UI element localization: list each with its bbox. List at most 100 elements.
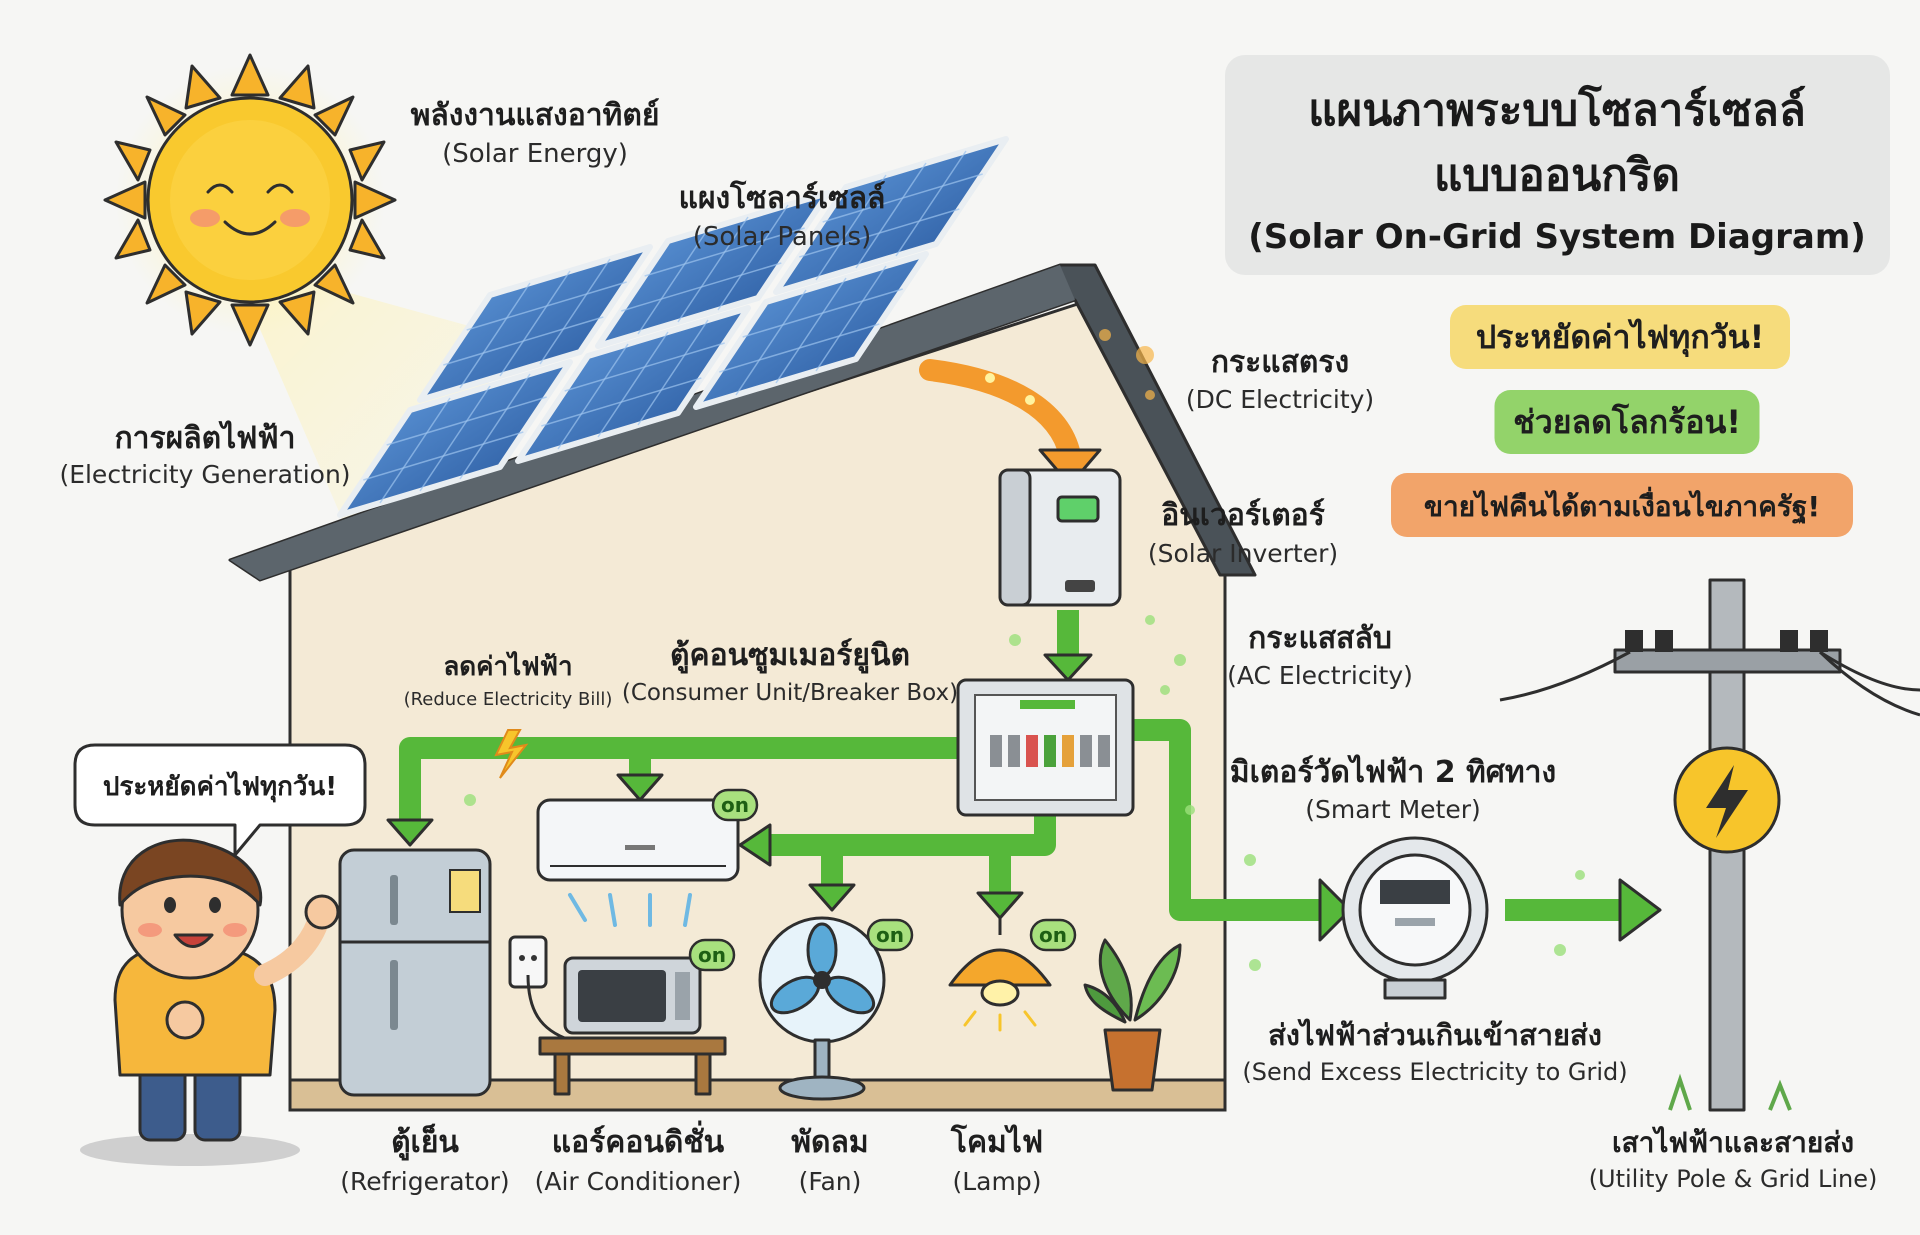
svg-text:(Consumer Unit/Breaker Box): (Consumer Unit/Breaker Box) [622, 680, 958, 706]
svg-text:(Air Conditioner): (Air Conditioner) [535, 1167, 742, 1196]
svg-text:ตู้เย็น: ตู้เย็น [391, 1123, 459, 1161]
svg-text:พลังงานแสงอาทิตย์: พลังงานแสงอาทิตย์ [411, 98, 660, 133]
house-floor [288, 1078, 1227, 1112]
svg-text:(Send Excess Electricity to Gr: (Send Excess Electricity to Grid) [1242, 1058, 1627, 1086]
title-line-3: (Solar On-Grid System Diagram) [1248, 217, 1866, 257]
svg-text:(Solar Inverter): (Solar Inverter) [1148, 539, 1338, 568]
label-electricity-generation: การผลิตไฟฟ้า (Electricity Generation) [59, 420, 350, 489]
svg-text:(Lamp): (Lamp) [953, 1167, 1042, 1196]
label-consumer-unit: ตู้คอนซูมเมอร์ยูนิต (Consumer Unit/Break… [622, 638, 958, 706]
ac-arrowheads [386, 653, 1662, 942]
label-ac-electricity: กระแสสลับ (AC Electricity) [1227, 621, 1413, 690]
smart-meter-device [1341, 836, 1489, 1000]
solar-panel [693, 251, 929, 410]
svg-text:แอร์คอนดิชั่น: แอร์คอนดิชั่น [552, 1120, 725, 1160]
solar-panel [515, 305, 751, 464]
lightning-icon [494, 729, 529, 779]
speech-bubble-text: ประหยัดค่าไฟทุกวัน! [103, 770, 337, 803]
ac-flow-arrows [399, 610, 1620, 921]
solar-inverter [998, 468, 1122, 607]
label-reduce-bill: ลดค่าไฟฟ้า (Reduce Electricity Bill) [404, 650, 613, 710]
refrigerator-appliance [338, 848, 492, 1097]
svg-text:(Utility Pole & Grid Line): (Utility Pole & Grid Line) [1589, 1165, 1878, 1193]
consumer-unit-box [956, 678, 1135, 817]
title-line-2: แบบออนกริด [1434, 150, 1680, 201]
dc-flow-arrow [919, 329, 1155, 487]
sunlight-beam [230, 260, 520, 560]
svg-text:พัดลม: พัดลม [791, 1125, 868, 1160]
label-utility-pole: เสาไฟฟ้าและสายส่ง (Utility Pole & Grid L… [1589, 1126, 1878, 1193]
label-lamp: โคมไฟ (Lamp) [950, 1123, 1043, 1196]
svg-text:(Solar Energy): (Solar Energy) [442, 139, 628, 169]
svg-text:การผลิตไฟฟ้า: การผลิตไฟฟ้า [115, 420, 296, 456]
breaker-to-fridge-arrow [399, 737, 958, 825]
solar-panel-array [337, 136, 1009, 518]
sun-icon [103, 53, 397, 347]
label-solar-inverter: อินเวอร์เตอร์ (Solar Inverter) [1148, 498, 1338, 568]
badge-text: ประหยัดค่าไฟทุกวัน! [1476, 318, 1764, 358]
svg-text:แผงโซลาร์เซลล์: แผงโซลาร์เซลล์ [679, 179, 886, 216]
svg-text:โคมไฟ: โคมไฟ [950, 1123, 1043, 1160]
breaker-to-room-arrow [770, 815, 1056, 856]
lamp-appliance [948, 918, 1052, 1032]
on-tag-fan: on [866, 918, 914, 952]
cool-air-icon [568, 893, 692, 927]
label-smart-meter: มิเตอร์วัดไฟฟ้า 2 ทิศทาง (Smart Meter) [1230, 754, 1556, 824]
badge-3: ขายไฟคืนได้ตามเงื่อนไขภาครัฐ! [1391, 473, 1853, 537]
label-dc-electricity: กระแสตรง (DC Electricity) [1186, 345, 1374, 414]
label-fan: พัดลม (Fan) [791, 1125, 868, 1196]
breaker-to-meter-arrow [1132, 719, 1320, 921]
label-air-conditioner: แอร์คอนดิชั่น (Air Conditioner) [535, 1120, 742, 1196]
badge-text: ช่วยลดโลกร้อน! [1513, 403, 1741, 441]
happy-person-character [80, 838, 340, 1166]
title-box: แผนภาพระบบโซลาร์เซลล์ แบบออนกริด (Solar … [1225, 55, 1890, 275]
utility-pole [1499, 578, 1920, 1112]
svg-text:ลดค่าไฟฟ้า: ลดค่าไฟฟ้า [443, 650, 572, 682]
potted-plant-icon [1083, 938, 1182, 1092]
svg-text:(DC Electricity): (DC Electricity) [1186, 385, 1374, 414]
on-tag-text: on [1039, 923, 1067, 947]
label-send-excess: ส่งไฟฟ้าส่วนเกินเข้าสายส่ง (Send Excess … [1242, 1018, 1627, 1086]
solar-panel [773, 136, 1009, 295]
solar-panel [337, 359, 573, 518]
badge-1: ประหยัดค่าไฟทุกวัน! [1450, 305, 1790, 369]
svg-text:(AC Electricity): (AC Electricity) [1227, 661, 1413, 690]
svg-text:(Smart Meter): (Smart Meter) [1305, 795, 1481, 824]
solar-panel [595, 190, 831, 349]
on-tag-air-conditioner: on [711, 788, 759, 822]
speech-bubble: ประหยัดค่าไฟทุกวัน! [73, 743, 367, 857]
ac-sparkles [464, 615, 1585, 971]
svg-text:(Reduce Electricity Bill): (Reduce Electricity Bill) [404, 689, 613, 710]
svg-text:(Solar Panels): (Solar Panels) [693, 222, 872, 252]
solar-panel [417, 244, 653, 403]
svg-text:(Refrigerator): (Refrigerator) [340, 1167, 509, 1196]
svg-text:กระแสสลับ: กระแสสลับ [1248, 621, 1392, 656]
on-tags: on on on on [688, 788, 1077, 972]
on-tag-text: on [721, 793, 749, 817]
label-solar-energy: พลังงานแสงอาทิตย์ (Solar Energy) [411, 98, 660, 169]
label-refrigerator: ตู้เย็น (Refrigerator) [340, 1123, 509, 1196]
on-tag-lamp: on [1029, 918, 1077, 952]
air-conditioner-appliance [536, 798, 740, 927]
badge-2: ช่วยลดโลกร้อน! [1494, 390, 1760, 454]
on-tag-text: on [698, 943, 726, 967]
on-tag-microwave: on [688, 938, 736, 972]
label-solar-panels: แผงโซลาร์เซลล์ (Solar Panels) [679, 179, 886, 252]
benefit-badges: ประหยัดค่าไฟทุกวัน! ช่วยลดโลกร้อน! ขายไฟคื… [1391, 305, 1853, 537]
svg-text:(Fan): (Fan) [799, 1167, 862, 1196]
svg-text:กระแสตรง: กระแสตรง [1211, 345, 1349, 380]
sun [103, 53, 520, 560]
svg-text:(Electricity Generation): (Electricity Generation) [59, 460, 350, 489]
svg-text:มิเตอร์วัดไฟฟ้า 2 ทิศทาง: มิเตอร์วัดไฟฟ้า 2 ทิศทาง [1230, 754, 1556, 790]
microwave-appliance [538, 956, 727, 1096]
svg-text:ส่งไฟฟ้าส่วนเกินเข้าสายส่ง: ส่งไฟฟ้าส่วนเกินเข้าสายส่ง [1268, 1018, 1602, 1052]
on-tag-text: on [876, 923, 904, 947]
svg-text:เสาไฟฟ้าและสายส่ง: เสาไฟฟ้าและสายส่ง [1612, 1126, 1854, 1159]
fan-appliance [758, 916, 886, 1101]
title-line-1: แผนภาพระบบโซลาร์เซลล์ [1308, 83, 1806, 136]
component-labels: พลังงานแสงอาทิตย์ (Solar Energy) แผงโซลา… [59, 98, 1877, 1196]
svg-text:ตู้คอนซูมเมอร์ยูนิต: ตู้คอนซูมเมอร์ยูนิต [670, 638, 910, 674]
svg-text:อินเวอร์เตอร์: อินเวอร์เตอร์ [1161, 498, 1325, 533]
badge-text: ขายไฟคืนได้ตามเงื่อนไขภาครัฐ! [1424, 486, 1820, 525]
